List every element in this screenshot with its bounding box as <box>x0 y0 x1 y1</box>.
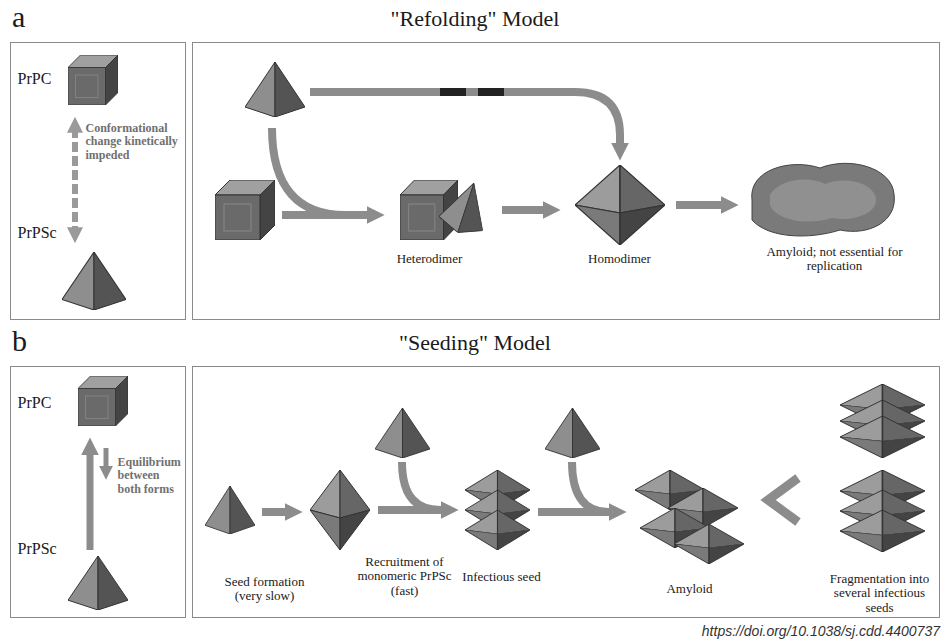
panel-text: Equilibrium between both forms <box>118 456 184 497</box>
merge-arrow <box>402 462 440 510</box>
panel-box: Seed formation (very slow) Recruitment of… <box>192 366 940 618</box>
panel-text: Infectious seed <box>462 570 542 585</box>
prpsc-pyramid <box>545 408 600 458</box>
panel-text: Amyloid; not essential for replication <box>760 245 910 275</box>
prpsc-pyramid <box>62 252 126 310</box>
prpsc-pyramid <box>375 408 430 458</box>
seed-layer <box>465 510 530 550</box>
amyloid-layer <box>674 524 744 564</box>
panel-letter: b <box>12 324 42 359</box>
amyloid-blob <box>752 163 895 236</box>
prpsc-pyramid <box>245 62 305 117</box>
prpsc-pyramid <box>68 556 128 610</box>
panel-text: PrPC <box>18 70 68 88</box>
seed-layer <box>840 510 925 552</box>
panel-text: Homodimer <box>570 252 670 267</box>
panel-letter: a <box>12 0 42 35</box>
equilibrium-arrow-up <box>87 450 94 550</box>
step-arrow <box>378 506 446 514</box>
panel-box: PrPC Equilibrium between both formsPrPSc <box>10 366 186 618</box>
seed-layer <box>840 416 925 458</box>
seed-shape <box>310 470 370 550</box>
step-arrow <box>262 508 290 516</box>
step-arrow <box>676 201 726 209</box>
recruit-arrow <box>310 92 620 148</box>
prpc-cube <box>78 376 128 426</box>
panel-text: PrPSc <box>18 224 62 242</box>
arrow-mark <box>440 88 466 96</box>
conversion-arrow <box>72 128 78 232</box>
panel-title: "Refolding" Model <box>275 6 675 31</box>
panel-text: Amyloid <box>640 582 740 597</box>
arrow-mark <box>478 88 504 96</box>
prpc-cube <box>68 55 118 105</box>
panel-box: Heterodimer Homodimer Amyloid; not essenti… <box>192 42 940 320</box>
amyloid-texture <box>770 179 876 221</box>
equilibrium-arrow-down <box>104 448 109 470</box>
panel-text: Conformational change kinetically impede… <box>86 122 182 163</box>
fragmentation-arrow <box>768 478 798 522</box>
panel-text: Heterodimer <box>380 252 480 267</box>
step-arrow <box>502 206 548 214</box>
step-arrow <box>538 508 614 516</box>
panel-text: PrPC <box>18 394 74 412</box>
panel-box: PrPC Conformational change kinetically im… <box>10 42 186 320</box>
merge-arrow <box>272 128 345 215</box>
panel-text: Recruitment of monomeric PrPSc (fast) <box>355 555 455 600</box>
panel-text: Seed formation (very slow) <box>215 575 315 605</box>
heterodimer-pyramid <box>436 176 496 240</box>
panel-text: Fragmentation into several infectious se… <box>824 572 936 617</box>
merge-arrow <box>572 462 608 512</box>
prpc-cube <box>215 180 275 240</box>
doi-watermark: https://doi.org/10.1038/sj.cdd.4400737 <box>560 623 940 639</box>
step-arrow <box>282 211 372 219</box>
prpsc-pyramid <box>205 486 255 534</box>
homodimer-shape <box>575 165 665 245</box>
panel-text: PrPSc <box>18 540 66 558</box>
panel-title: "Seeding" Model <box>275 330 675 355</box>
